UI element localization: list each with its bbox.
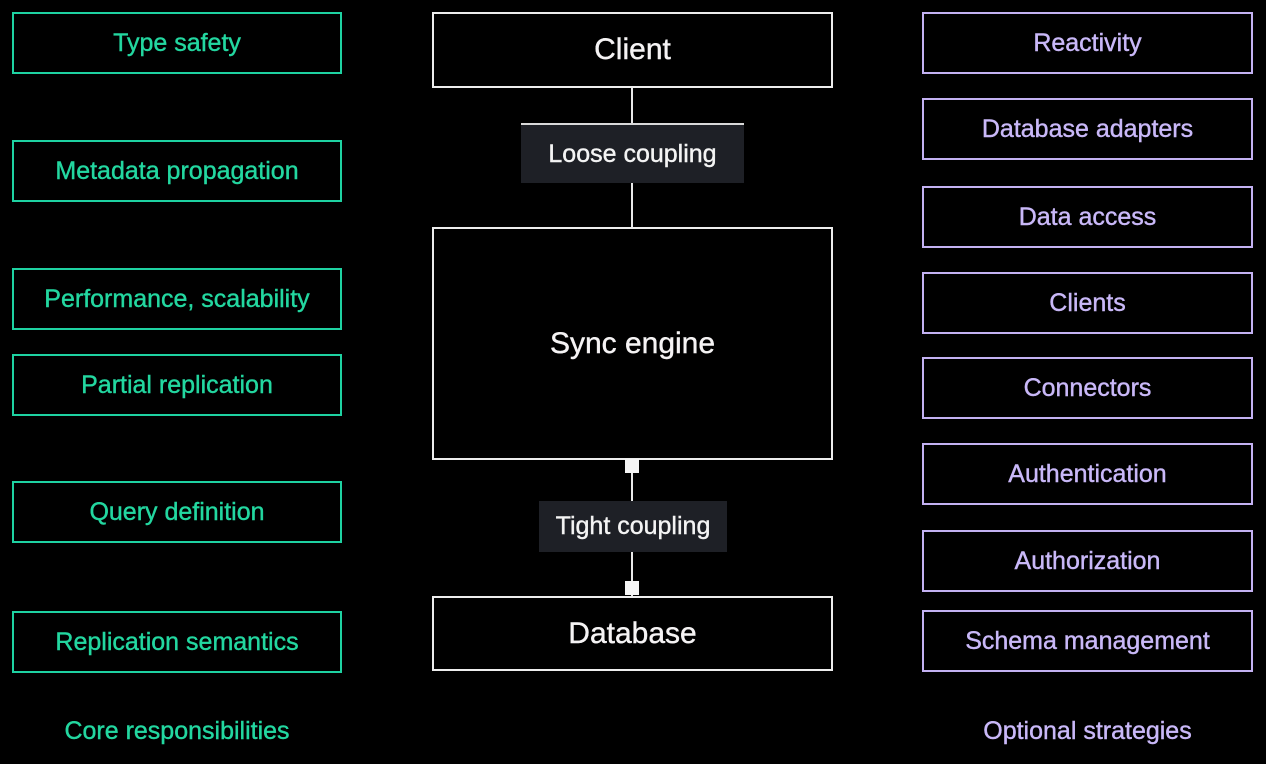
node-performance-scalability: Performance, scalability — [12, 268, 342, 330]
node-partial-replication: Partial replication — [12, 354, 342, 416]
node-data-access: Data access — [922, 186, 1253, 248]
tight-coupling-label: Tight coupling — [539, 501, 727, 552]
node-query-definition: Query definition — [12, 481, 342, 543]
loose-coupling-label: Loose coupling — [521, 123, 744, 183]
node-schema-management: Schema management — [922, 610, 1253, 672]
node-sync-engine: Sync engine — [432, 227, 833, 460]
node-type-safety: Type safety — [12, 12, 342, 74]
node-connectors: Connectors — [922, 357, 1253, 419]
node-client: Client — [432, 12, 833, 88]
node-authentication: Authentication — [922, 443, 1253, 505]
core-responsibilities-label: Core responsibilities — [64, 716, 290, 745]
node-database-adapters: Database adapters — [922, 98, 1253, 160]
square-handle-icon — [625, 459, 639, 473]
node-metadata-propagation: Metadata propagation — [12, 140, 342, 202]
node-database: Database — [432, 596, 833, 671]
node-reactivity: Reactivity — [922, 12, 1253, 74]
optional-strategies-label: Optional strategies — [983, 716, 1192, 745]
node-replication-semantics: Replication semantics — [12, 611, 342, 673]
node-clients: Clients — [922, 272, 1253, 334]
square-handle-icon — [625, 581, 639, 595]
node-authorization: Authorization — [922, 530, 1253, 592]
